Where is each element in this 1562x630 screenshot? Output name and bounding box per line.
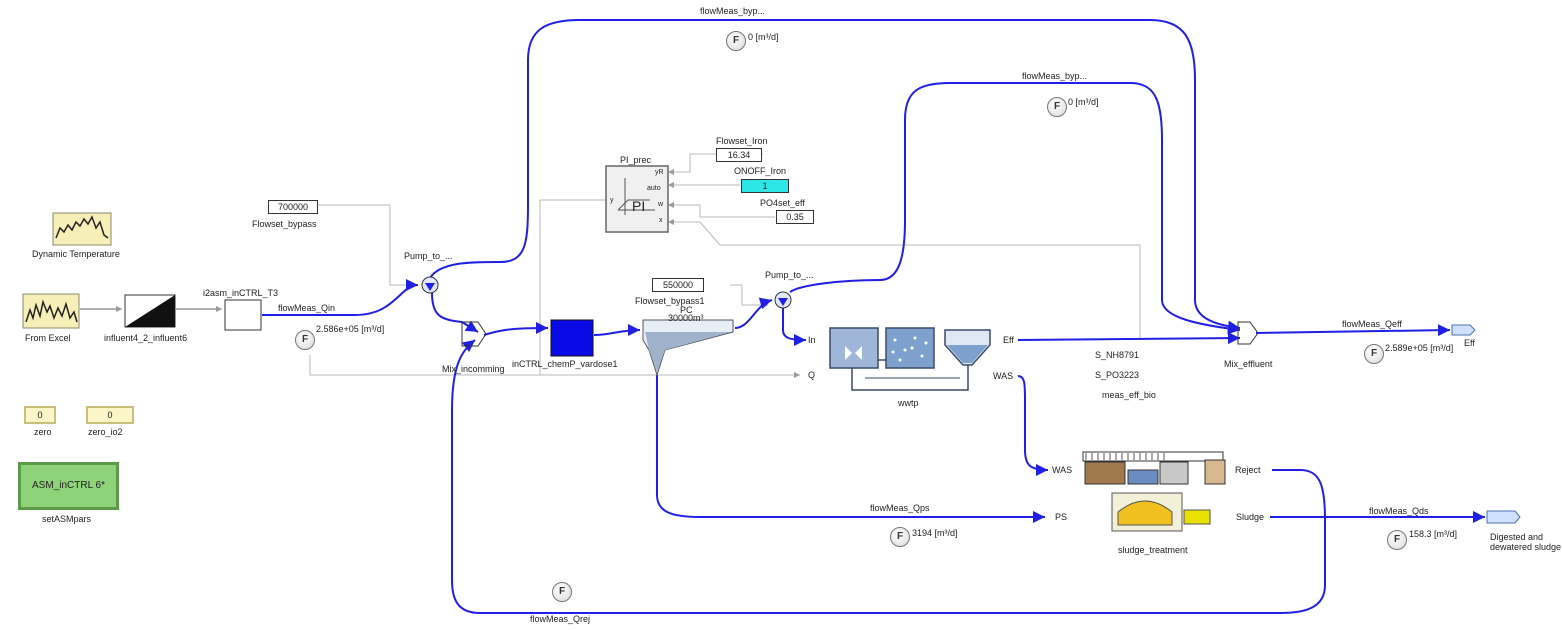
pi-port-y: y <box>610 197 614 204</box>
zero-io2-label: zero_io2 <box>88 427 123 437</box>
pi-controller-label: PI_prec <box>620 155 652 165</box>
from-excel-label: From Excel <box>25 333 71 343</box>
pc-volume: 30000m³ <box>668 313 704 323</box>
sludge-port-was: WAS <box>1052 465 1073 475</box>
flowmeas-qin-label: flowMeas_Qin <box>278 303 336 313</box>
sludge-treatment-shape[interactable] <box>1082 451 1226 532</box>
pump-mid-label: Pump_to_... <box>765 270 814 280</box>
flowmeas-qds-value: 158.3 [m³/d] <box>1409 529 1458 539</box>
influent-converter-shape[interactable] <box>124 294 176 328</box>
flowmeas-qeff-meter[interactable]: F <box>1364 344 1384 364</box>
pi-controller-text: PI <box>632 198 646 214</box>
dynamic-temperature-shape[interactable] <box>52 212 112 246</box>
flowmeas-byp1-value: 0 [m³/d] <box>748 32 779 42</box>
setasmpars-block[interactable]: ASM_inCTRL 6* <box>18 462 119 510</box>
primary-clarifier-shape[interactable] <box>642 319 734 377</box>
flow-lines <box>80 19 1485 614</box>
mix-effluent-shape[interactable] <box>1237 321 1259 345</box>
flowset-iron-label: Flowset_Iron <box>716 136 768 146</box>
flowmeas-byp2-meter[interactable]: F <box>1047 97 1067 117</box>
pi-port-w: w <box>658 201 664 208</box>
eff-sink-label: Eff <box>1464 338 1475 348</box>
setasmpars-label: setASMpars <box>42 514 92 524</box>
sludge-port-reject: Reject <box>1235 465 1261 475</box>
eff-sink-shape[interactable] <box>1451 324 1476 336</box>
po4set-eff-label: PO4set_eff <box>760 198 805 208</box>
wwtp-label: wwtp <box>898 398 919 408</box>
i2asm-shape[interactable] <box>224 299 262 331</box>
meas-eff-bio-label: meas_eff_bio <box>1102 390 1156 400</box>
chem-dose-shape[interactable] <box>550 319 594 357</box>
pi-controller-shape[interactable] <box>605 165 669 233</box>
flowmeas-qds-label: flowMeas_Qds <box>1369 506 1429 516</box>
flowmeas-qds-meter[interactable]: F <box>1387 530 1407 550</box>
pump-top-label: Pump_to_... <box>404 251 453 261</box>
flowmeas-byp1-meter[interactable]: F <box>726 31 746 51</box>
flowmeas-byp2-value: 0 [m³/d] <box>1068 97 1099 107</box>
pi-port-yr: yR <box>655 169 664 176</box>
zero-label: zero <box>34 427 52 437</box>
digested-sink-label-2: dewatered sludge <box>1490 542 1562 552</box>
pump-mid-shape[interactable] <box>774 291 792 309</box>
sludge-port-ps: PS <box>1055 512 1068 522</box>
flowmeas-byp2-label: flowMeas_byp... <box>1022 71 1088 81</box>
flowmeas-qeff-label: flowMeas_Qeff <box>1342 319 1402 329</box>
onoff-iron-constant[interactable]: 1 <box>741 179 789 193</box>
i2asm-label: i2asm_inCTRL_T3 <box>203 288 279 298</box>
flowmeas-qin-meter[interactable]: F <box>295 330 315 350</box>
zero-constant[interactable]: 0 <box>24 406 56 424</box>
flowset-bypass1-constant[interactable]: 550000 <box>652 278 704 292</box>
digested-sink-label-1: Digested and <box>1490 532 1544 542</box>
wwtp-port-was: WAS <box>993 371 1014 381</box>
dynamic-temperature-label: Dynamic Temperature <box>32 249 120 259</box>
flowset-bypass-label: Flowset_bypass <box>252 219 317 229</box>
sludge-treatment-label: sludge_treatment <box>1118 545 1188 555</box>
pump-top-shape[interactable] <box>421 276 439 294</box>
flowmeas-qrej-label: flowMeas_Qrej <box>530 614 591 624</box>
influent-converter-label: influent4_2_influent6 <box>104 333 188 343</box>
flowmeas-qrej-meter[interactable]: F <box>552 582 572 602</box>
wwtp-plant-shape[interactable] <box>829 327 991 391</box>
digested-sink-shape[interactable] <box>1486 510 1521 524</box>
flowmeas-qps-meter[interactable]: F <box>890 527 910 547</box>
pi-port-auto: auto <box>647 185 661 192</box>
sludge-port-sludge: Sludge <box>1236 512 1265 522</box>
zero-io2-constant[interactable]: 0 <box>86 406 134 424</box>
wwtp-port-q: Q <box>808 370 816 380</box>
sensor-spo4-label: S_PO3223 <box>1095 370 1140 380</box>
flowset-iron-constant[interactable]: 16.34 <box>716 148 762 162</box>
mix-incoming-shape[interactable] <box>461 321 487 347</box>
pi-port-x: x <box>659 217 663 224</box>
signal-lines <box>309 153 1141 378</box>
pc-label: PC <box>680 305 693 315</box>
flowmeas-qeff-value: 2.589e+05 [m³/d] <box>1385 343 1454 353</box>
flowmeas-qin-value: 2.586e+05 [m³/d] <box>316 324 385 334</box>
flowmeas-qps-label: flowMeas_Qps <box>870 503 930 513</box>
po4set-eff-constant[interactable]: 0.35 <box>776 210 814 224</box>
onoff-iron-label: ONOFF_Iron <box>734 166 787 176</box>
mix-effluent-label: Mix_effluent <box>1224 359 1273 369</box>
from-excel-shape[interactable] <box>22 293 80 329</box>
chem-dose-label: inCTRL_chemP_vardose1 <box>512 359 618 369</box>
flowmeas-qps-value: 3194 [m³/d] <box>912 528 958 538</box>
flowmeas-byp1-label: flowMeas_byp... <box>700 6 766 16</box>
mix-incoming-label: Mix_incomming <box>442 364 505 374</box>
flowset-bypass1-label: Flowset_bypass1 <box>635 296 705 306</box>
sensor-snh-label: S_NH8791 <box>1095 350 1140 360</box>
wwtp-port-eff: Eff <box>1003 335 1014 345</box>
flowset-bypass-constant[interactable]: 700000 <box>268 200 318 214</box>
wwtp-port-in: In <box>808 335 816 345</box>
